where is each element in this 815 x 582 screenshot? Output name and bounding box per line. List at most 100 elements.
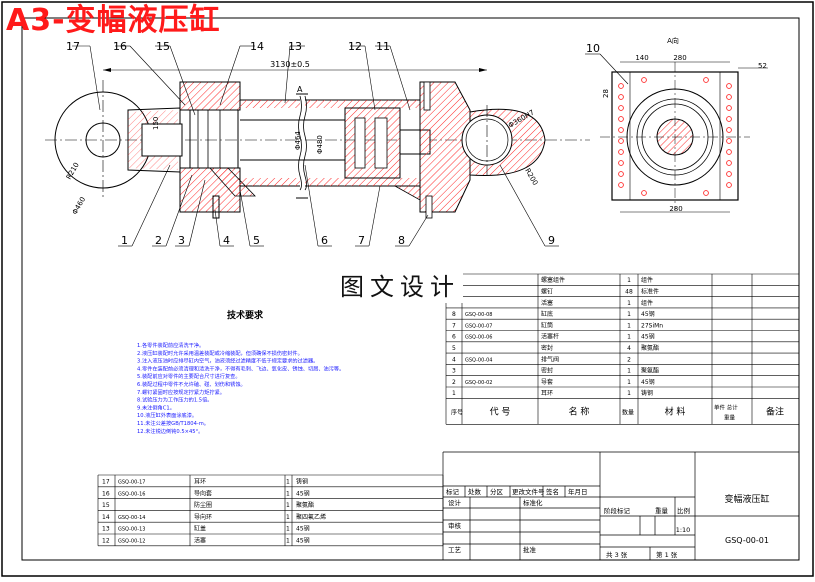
bolt-hole (641, 190, 647, 196)
part-qty: 1 (627, 379, 631, 386)
part-material: 27SiMn (641, 322, 663, 329)
part-code: GSQ-00-16 (118, 491, 145, 497)
bolt-hole (726, 149, 732, 155)
weight-label: 重量 (655, 507, 669, 515)
part-name: 导套 (541, 378, 553, 386)
part-material: 45钢 (296, 525, 310, 533)
part-name: 活塞 (194, 537, 206, 545)
a-view-label: A向 (667, 36, 679, 45)
balloon-16: 16 (113, 40, 127, 53)
part-name: 防尘圈 (194, 501, 212, 509)
bolt-hole (726, 182, 732, 188)
tech-item: 6.装配过程中零件不允许磕、碰、划伤和锈蚀。 (137, 380, 246, 388)
hdr-material: 材 料 (665, 405, 686, 417)
tb-approve: 批准 (523, 545, 537, 554)
part-qty: 1 (286, 479, 290, 486)
tech-item: 7.螺钉紧固时应按规定拧紧力矩拧紧。 (137, 388, 225, 396)
bolt-hole (726, 83, 732, 89)
part-qty: 1 (627, 334, 631, 341)
part-material: 铸钢 (296, 478, 308, 486)
balloon-2: 2 (155, 234, 162, 247)
tb-sign: 签名 (546, 487, 559, 496)
bolt-hole (618, 149, 624, 155)
tech-requirements: 技术要求 1.各零件装配前应清洗干净。2.液压缸装配时允许采用温差装配或冷缩装配… (137, 309, 344, 435)
hdr-remark: 备注 (766, 405, 784, 417)
part-qty: 1 (627, 368, 631, 375)
part-qty: 1 (286, 514, 290, 521)
dim-28: 28 (602, 89, 610, 98)
bolt-hole (726, 116, 732, 122)
part-code: GSQ-00-06 (465, 335, 492, 341)
part-no: 3 (452, 368, 456, 375)
part-no: 6 (452, 334, 456, 341)
bolt-hole (618, 105, 624, 111)
dim-52: 52 (758, 62, 767, 70)
part-code: GSQ-00-07 (465, 323, 492, 329)
parts-list-upper (445, 273, 800, 425)
bolt-hole (726, 94, 732, 100)
title-block (442, 451, 799, 560)
tb-design: 设计 (448, 498, 462, 507)
balloon-11: 11 (376, 40, 390, 53)
dim-280-top: 280 (673, 54, 686, 62)
tb-std: 标准化 (523, 498, 543, 507)
bolt-hole (618, 171, 624, 177)
dim-rod: Φ480 (316, 135, 324, 154)
title-block-text: 变幅液压缸 GSQ-00-01 1:10 共 3 张 第 1 张 阶段标记 重量… (446, 487, 770, 559)
part-material: 45钢 (296, 489, 310, 497)
stage-label: 阶段标记 (604, 506, 631, 515)
tech-item: 1.各零件装配前应清洗干净。 (137, 341, 204, 349)
part-name: 缸盖 (194, 525, 206, 533)
dim-150: 150 (152, 117, 160, 130)
bolt-hole (726, 105, 732, 111)
part-no: 1 (452, 390, 456, 397)
part-name: 缸底 (541, 310, 553, 318)
balloon-3: 3 (178, 234, 185, 247)
tb-mark: 标记 (446, 487, 460, 496)
dim-left-dia: Φ460 (71, 196, 87, 216)
sheets-total: 共 3 张 (606, 550, 628, 559)
part-code: GSQ-00-13 (118, 527, 145, 533)
tech-item: 11.未注公差按GB/T1804-m。 (137, 419, 209, 427)
part-qty: 1 (627, 311, 631, 318)
part-no: 8 (452, 311, 456, 318)
hdr-wt: 重量 (724, 413, 736, 421)
part-no: 14 (102, 514, 110, 521)
drawing-number: GSQ-00-01 (725, 536, 769, 545)
part-code: GSQ-00-17 (118, 480, 145, 486)
bolt-hole (618, 138, 624, 144)
watermark-text: 图文设计 (337, 271, 463, 303)
part-qty: 2 (627, 356, 631, 363)
part-material: 聚氨酯 (296, 501, 314, 509)
balloon-4: 4 (223, 234, 230, 247)
tech-item: 5.装配前应对零件的主要配合尺寸进行复查。 (137, 372, 241, 380)
tb-date: 年月日 (568, 487, 588, 496)
balloon-13: 13 (288, 40, 302, 53)
parts-list-lower (97, 474, 444, 547)
balloon-10: 10 (586, 42, 600, 55)
part-code: GSQ-00-12 (118, 539, 145, 545)
part-no: 2 (452, 379, 456, 386)
part-name: 密封 (541, 344, 553, 352)
part-no: 7 (452, 322, 456, 329)
dim-left-radius: R210 (65, 161, 81, 181)
bolt-hole (641, 77, 647, 83)
part-name: 螺钉 (541, 288, 553, 296)
balloon-9: 9 (548, 234, 555, 247)
part-name: 密封 (541, 367, 553, 375)
hdr-no: 序号 (451, 408, 463, 416)
part-qty: 1 (627, 277, 631, 284)
part-no: 17 (102, 479, 110, 486)
part-name: 耳环 (541, 390, 553, 397)
part-code: GSQ-00-02 (465, 380, 492, 386)
part-qty: 1 (286, 538, 290, 545)
balloon-1: 1 (121, 234, 128, 247)
bolt-hole (726, 160, 732, 166)
part-name: 耳环 (194, 479, 206, 486)
scale-value: 1:10 (676, 526, 691, 534)
balloon-12: 12 (348, 40, 362, 53)
tech-title: 技术要求 (227, 309, 264, 321)
part-material: 铸钢 (641, 389, 653, 397)
dim-right-radius: R200 (523, 167, 539, 187)
part-name: 活塞杆 (541, 333, 559, 341)
